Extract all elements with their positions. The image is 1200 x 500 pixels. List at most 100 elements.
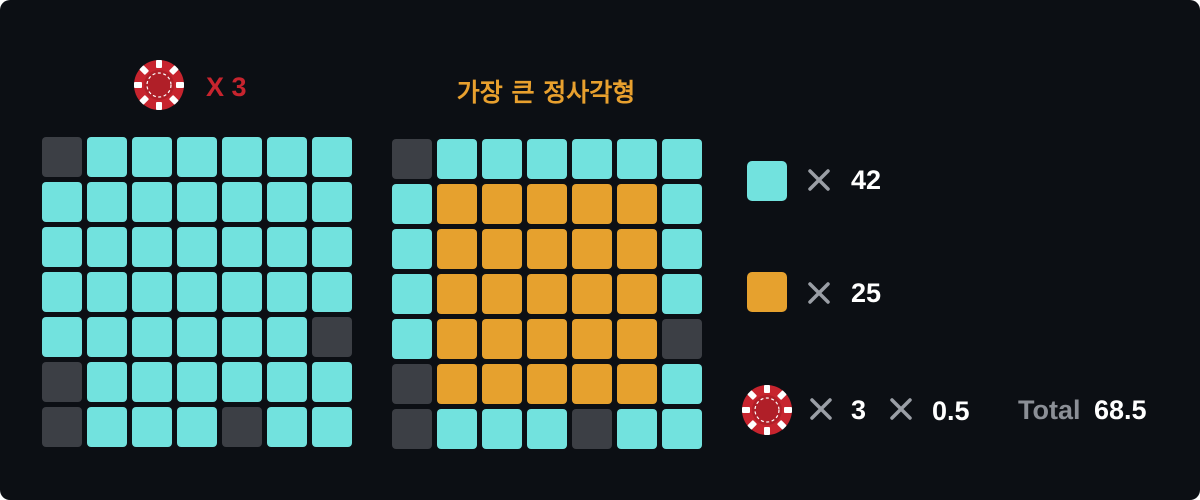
cyan-count: 42: [851, 165, 882, 195]
grid-cell-dark: [42, 362, 82, 402]
grid-cell-cyan: [392, 184, 432, 224]
grid-cell-cyan: [87, 137, 127, 177]
grid-cell-cyan: [177, 362, 217, 402]
multiply-icon: [807, 168, 831, 192]
grid-cell-orange: [572, 364, 612, 404]
chip-multiplier-label: X 3: [206, 72, 247, 102]
grid-cell-cyan: [267, 317, 307, 357]
grid-cell-cyan: [482, 409, 522, 449]
grid-cell-dark: [572, 409, 612, 449]
grid-cell-cyan: [87, 407, 127, 447]
grid-cell-orange: [617, 184, 657, 224]
grid-cell-cyan: [87, 182, 127, 222]
grid-cell-cyan: [222, 182, 262, 222]
cyan-swatch: [747, 161, 787, 201]
grid-cell-cyan: [662, 409, 702, 449]
grid-cell-orange: [617, 274, 657, 314]
orange-swatch: [747, 272, 787, 312]
grid-cell-cyan: [267, 227, 307, 267]
grid-cell-cyan: [132, 272, 172, 312]
grid-cell-cyan: [132, 362, 172, 402]
grid-cell-cyan: [662, 139, 702, 179]
grid-cell-cyan: [662, 184, 702, 224]
grid-cell-orange: [482, 184, 522, 224]
grid-cell-orange: [437, 229, 477, 269]
grid-cell-dark: [392, 364, 432, 404]
grid-cell-orange: [617, 319, 657, 359]
grid-cell-cyan: [42, 317, 82, 357]
grid-cell-orange: [527, 364, 567, 404]
grid-cell-cyan: [222, 227, 262, 267]
grid-cell-orange: [572, 319, 612, 359]
grid-cell-cyan: [662, 364, 702, 404]
grid-cell-cyan: [617, 139, 657, 179]
grid-cell-orange: [527, 229, 567, 269]
orange-count: 25: [851, 278, 882, 308]
grid-cell-cyan: [482, 139, 522, 179]
grid-cell-cyan: [392, 319, 432, 359]
multiply-icon: [889, 397, 913, 421]
grid-cell-cyan: [527, 409, 567, 449]
grid-cell-dark: [662, 319, 702, 359]
grid-cell-cyan: [177, 227, 217, 267]
multiply-icon: [809, 397, 833, 421]
grid-cell-cyan: [132, 407, 172, 447]
multiply-icon: [807, 281, 831, 305]
grid-cell-cyan: [42, 272, 82, 312]
grid-cell-cyan: [132, 137, 172, 177]
grid-cell-cyan: [177, 182, 217, 222]
grid-cell-cyan: [42, 182, 82, 222]
grid-cell-cyan: [132, 182, 172, 222]
grid-cell-cyan: [662, 274, 702, 314]
grid-cell-orange: [437, 364, 477, 404]
grid-cell-cyan: [267, 182, 307, 222]
grid-cell-orange: [572, 274, 612, 314]
grid-cell-cyan: [177, 317, 217, 357]
grid-cell-cyan: [177, 407, 217, 447]
grid-cell-cyan: [177, 137, 217, 177]
grid-cell-cyan: [662, 229, 702, 269]
grid-cell-cyan: [312, 227, 352, 267]
grid-cell-cyan: [222, 272, 262, 312]
grid-cell-cyan: [87, 362, 127, 402]
poker-chip-icon: [133, 59, 185, 111]
grid-cell-orange: [482, 319, 522, 359]
grid-cell-cyan: [222, 362, 262, 402]
grid-cell-cyan: [267, 272, 307, 312]
grid-cell-orange: [482, 364, 522, 404]
grid-cell-dark: [222, 407, 262, 447]
grid-cell-cyan: [572, 139, 612, 179]
grid-cell-cyan: [392, 229, 432, 269]
grid-cell-cyan: [267, 362, 307, 402]
grid-cell-cyan: [132, 317, 172, 357]
total-label: Total: [1018, 395, 1081, 425]
grid-cell-cyan: [312, 137, 352, 177]
grid-cell-cyan: [392, 274, 432, 314]
grid-cell-dark: [312, 317, 352, 357]
grid-cell-orange: [572, 229, 612, 269]
grid-cell-cyan: [437, 409, 477, 449]
grid-cell-cyan: [177, 272, 217, 312]
grid-cell-orange: [527, 319, 567, 359]
grid-cell-orange: [437, 274, 477, 314]
grid-cell-cyan: [267, 137, 307, 177]
grid-cell-cyan: [312, 407, 352, 447]
grid-cell-orange: [527, 274, 567, 314]
grid-cell-orange: [617, 229, 657, 269]
grid-cell-cyan: [87, 317, 127, 357]
grid-cell-dark: [42, 407, 82, 447]
grid-cell-cyan: [267, 407, 307, 447]
grid-cell-dark: [42, 137, 82, 177]
grid-cell-orange: [437, 184, 477, 224]
grid-cell-cyan: [617, 409, 657, 449]
multiplier-value: 0.5: [932, 396, 970, 426]
grid-cell-orange: [572, 184, 612, 224]
board-grid-left: [42, 137, 352, 447]
grid-cell-orange: [482, 274, 522, 314]
grid-cell-cyan: [312, 182, 352, 222]
grid-cell-cyan: [87, 272, 127, 312]
grid-cell-cyan: [312, 272, 352, 312]
grid-cell-orange: [482, 229, 522, 269]
grid-cell-orange: [437, 319, 477, 359]
grid-cell-cyan: [42, 227, 82, 267]
